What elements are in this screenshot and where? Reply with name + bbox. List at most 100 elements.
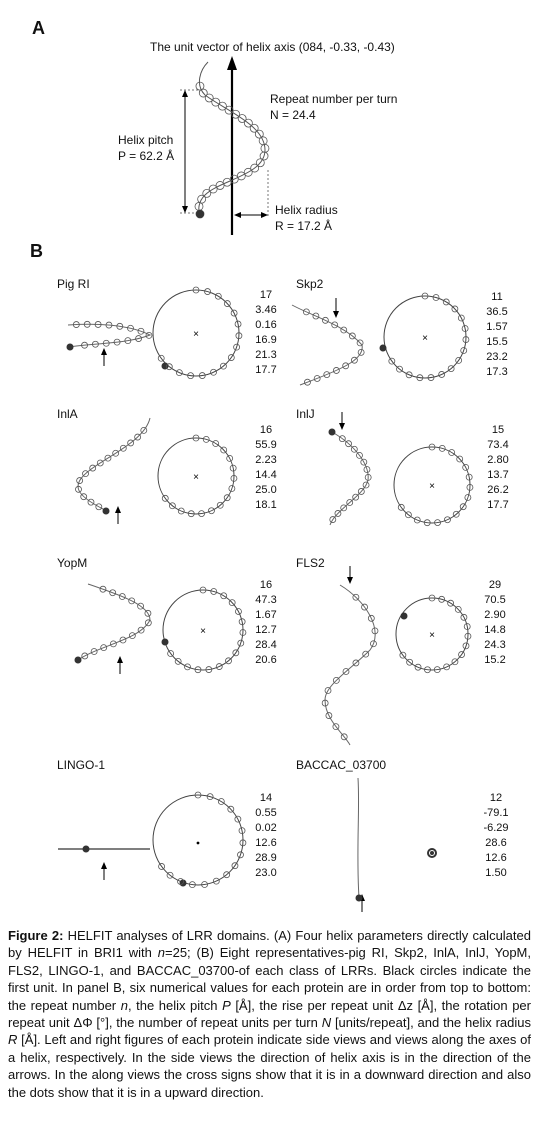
axis-view-bead: [443, 663, 451, 671]
repeat-unit-bead: [124, 337, 132, 345]
repeat-unit-bead: [356, 339, 364, 347]
axis-view-bead: [175, 369, 183, 377]
repeat-unit-bead: [80, 493, 88, 501]
axis-view-bead: [161, 494, 169, 502]
repeat-unit-bead: [81, 652, 89, 660]
protein-name-inlj: InlJ: [296, 407, 315, 421]
repeat-unit-bead: [105, 321, 113, 329]
repeat-unit-bead: [81, 341, 88, 349]
axis-view-skp2: [383, 295, 467, 379]
axis-view-bead: [184, 663, 191, 671]
first-unit-marker: [196, 210, 204, 218]
repeat-unit-bead: [134, 433, 142, 441]
axis-view-bead: [227, 805, 235, 813]
repeat-unit-bead: [243, 167, 253, 177]
axis-view-bead: [215, 663, 223, 670]
axis-view-bead: [206, 793, 214, 801]
repeat-unit-bead: [89, 464, 97, 472]
axis-view-bead: [438, 371, 446, 378]
repeat-unit-bead: [92, 340, 99, 348]
repeat-unit-bead: [332, 676, 340, 684]
repeat-unit-bead: [237, 114, 247, 123]
axis-view-bead: [414, 663, 422, 671]
repeat-unit-bead: [304, 378, 311, 386]
repeat-unit-bead: [312, 312, 320, 320]
repeat-unit-bead: [204, 93, 214, 103]
down-cross-yopm: ×: [200, 626, 206, 637]
axis-view-inlj: [393, 446, 471, 524]
repeat-unit-bead: [332, 367, 340, 374]
repeat-unit-bead: [249, 123, 259, 133]
axis-view-bead: [226, 454, 234, 462]
repeat-unit-bead: [340, 504, 348, 512]
protein-name-fls2: FLS2: [296, 556, 325, 570]
repeat-unit-bead: [324, 687, 332, 694]
axis-view-bead: [192, 434, 200, 442]
side-view-pig-ri: [67, 323, 152, 348]
repeat-unit-bead: [357, 348, 365, 356]
axis-view-bead: [463, 623, 471, 630]
axis-view-bead: [238, 618, 246, 626]
axis-view-bead: [461, 325, 469, 332]
side-view-baccac-03700: [357, 777, 360, 899]
axis-view-bead: [227, 354, 235, 361]
repeat-unit-bead: [144, 619, 152, 627]
repeat-unit-bead: [351, 356, 358, 364]
repeat-unit-bead: [116, 322, 124, 330]
axis-view-bead: [174, 657, 182, 665]
axis-view-bead: [452, 510, 460, 518]
axis-view-bead: [199, 586, 207, 594]
axis-view-bead: [204, 288, 211, 295]
caption-r: R: [8, 1032, 18, 1048]
axis-view-bead: [177, 507, 185, 515]
axis-view-bead: [237, 639, 245, 647]
axis-view-bead: [198, 372, 206, 379]
axis-view-bead: [235, 332, 243, 340]
caption-n: n: [157, 945, 165, 961]
repeat-unit-bead: [119, 444, 127, 452]
up-dot-lingo-1: [196, 841, 200, 845]
axis-view-bead: [433, 666, 441, 674]
axis-view-bead: [451, 658, 459, 666]
repeat-unit-bead: [342, 668, 350, 675]
repeat-unit-bead: [342, 362, 350, 370]
repeat-unit-bead: [243, 118, 253, 128]
repeat-unit-bead: [72, 321, 80, 328]
panel-b-drawings: × × × × × ×: [58, 286, 474, 912]
axis-view-bead: [187, 510, 195, 518]
panel-a-letter: A: [32, 18, 45, 38]
axis-view-bead: [212, 877, 220, 885]
repeat-unit-bead: [340, 326, 348, 334]
repeat-unit-bead: [75, 485, 82, 493]
axis-view-bead: [223, 300, 231, 307]
axis-view-bead: [448, 449, 456, 456]
caption-p: P: [222, 997, 231, 1013]
axis-view-bead: [399, 651, 407, 659]
side-view-fls2: [324, 584, 376, 746]
axis-view-bead: [228, 599, 236, 607]
repeat-unit-bead: [82, 470, 89, 478]
axis-arrow-fls2: [347, 577, 353, 584]
axis-view-bead: [188, 881, 196, 889]
axis-view-bead: [464, 494, 472, 501]
axis-view-bead: [198, 510, 205, 517]
axis-view-bead: [208, 507, 215, 515]
repeat-unit-bead: [145, 331, 153, 339]
axis-view-bead: [413, 516, 421, 524]
axis-view-bead: [232, 649, 240, 657]
axis-view-bead: [223, 871, 231, 879]
caption-text-2: =25; (B) Eight representatives-pig RI, S…: [8, 945, 531, 1013]
axis-view-inla: [157, 437, 235, 515]
helix-axis-label: The unit vector of helix axis (084, -0.3…: [150, 40, 395, 54]
repeat-unit-bead: [338, 435, 346, 443]
repeat-unit-bead: [87, 498, 95, 506]
axis-arrow-pig-ri: [101, 348, 107, 355]
axis-view-bead: [397, 503, 405, 511]
axis-view-bead: [187, 372, 195, 380]
caption-text-6: [Å]. Left and right figures of each prot…: [8, 1032, 531, 1100]
side-view-inla: [77, 417, 151, 511]
axis-view-bead: [444, 516, 451, 524]
axis-view-bead: [235, 608, 242, 615]
repeat-unit-bead: [109, 589, 117, 597]
